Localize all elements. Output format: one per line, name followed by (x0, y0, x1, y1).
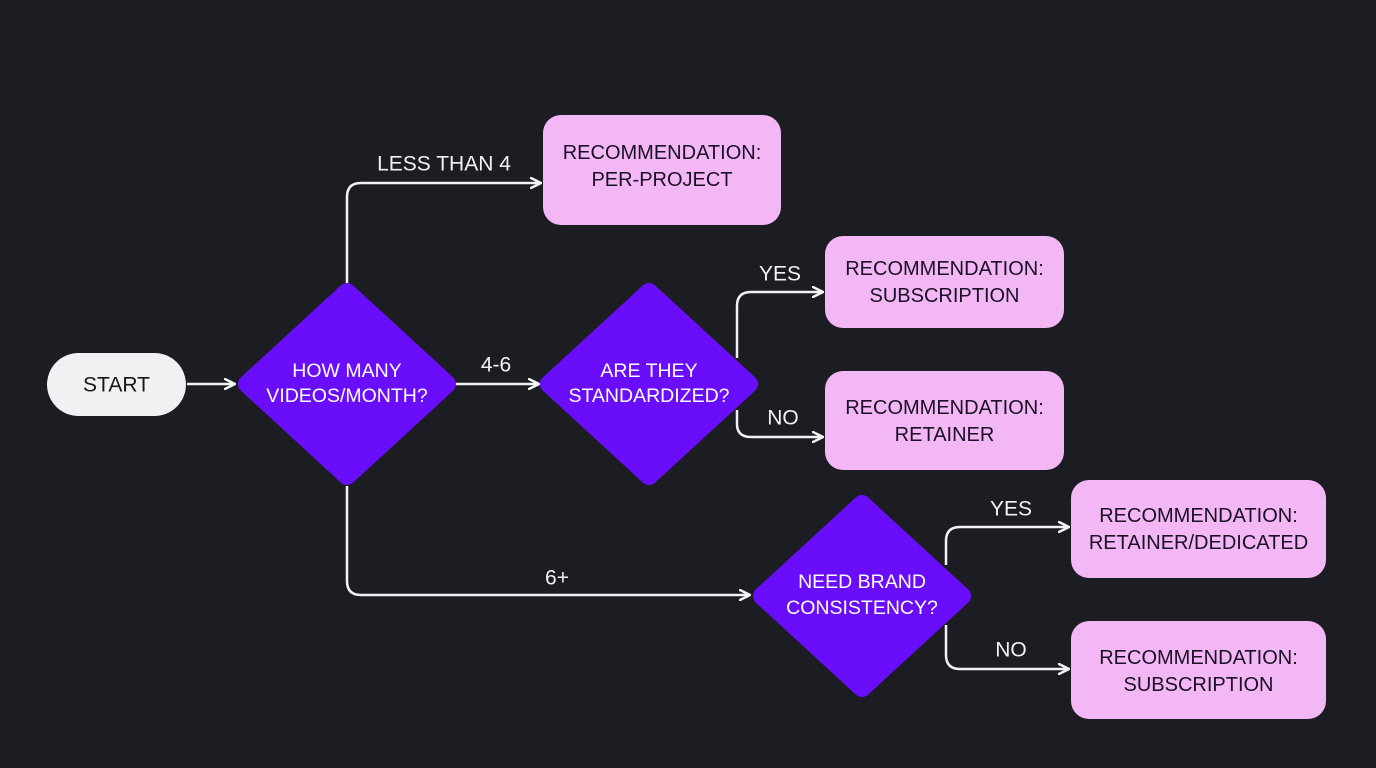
result-retainer-dedicated: RECOMMENDATION: RETAINER/DEDICATED (1071, 480, 1326, 578)
result-retainer-line1: RECOMMENDATION: (845, 397, 1044, 419)
result-retainer-dedicated-line1: RECOMMENDATION: (1099, 505, 1298, 527)
decision-videos-per-month: HOW MANY VIDEOS/MONTH? (238, 283, 456, 485)
edge-brand-yes (944, 527, 1068, 565)
decision-videos-per-month-line1: HOW MANY (292, 360, 401, 382)
edge-label-brand-yes: YES (990, 498, 1032, 521)
edge-label-brand-no: NO (995, 639, 1027, 662)
edge-standardized-no (735, 410, 822, 437)
edge-label-4-6: 4-6 (481, 354, 511, 377)
result-retainer: RECOMMENDATION: RETAINER (825, 371, 1064, 470)
result-subscription-brand-line1: RECOMMENDATION: (1099, 647, 1298, 669)
decision-standardized: ARE THEY STANDARDIZED? (540, 283, 758, 485)
result-subscription-standardized-line2: SUBSCRIPTION (869, 285, 1019, 307)
result-subscription-standardized-line1: RECOMMENDATION: (845, 258, 1044, 280)
start-label: START (83, 374, 150, 397)
decision-brand-consistency-line2: CONSISTENCY? (786, 597, 938, 619)
edge-standardized-yes (735, 292, 822, 358)
decision-brand-consistency-line1: NEED BRAND (798, 571, 926, 593)
edge-label-less-than-4: LESS THAN 4 (377, 153, 511, 176)
edge-6-plus (345, 486, 749, 595)
start-node: START (47, 353, 186, 416)
edge-label-6-plus: 6+ (545, 567, 569, 590)
result-retainer-dedicated-line2: RETAINER/DEDICATED (1089, 532, 1308, 554)
decision-standardized-line2: STANDARDIZED? (568, 385, 729, 407)
result-per-project: RECOMMENDATION: PER-PROJECT (543, 115, 781, 225)
decision-standardized-line1: ARE THEY (600, 360, 697, 382)
result-per-project-line1: RECOMMENDATION: (563, 142, 762, 164)
edge-label-standardized-yes: YES (759, 263, 801, 286)
edge-label-standardized-no: NO (767, 407, 799, 430)
result-subscription-brand: RECOMMENDATION: SUBSCRIPTION (1071, 621, 1326, 719)
result-retainer-line2: RETAINER (895, 424, 995, 446)
result-subscription-standardized: RECOMMENDATION: SUBSCRIPTION (825, 236, 1064, 328)
result-per-project-line2: PER-PROJECT (591, 169, 732, 191)
decision-brand-consistency: NEED BRAND CONSISTENCY? (753, 495, 971, 697)
decision-videos-per-month-line2: VIDEOS/MONTH? (266, 385, 428, 407)
result-subscription-brand-line2: SUBSCRIPTION (1123, 674, 1273, 696)
edge-less-than-4 (345, 183, 540, 283)
edge-brand-no (944, 625, 1068, 669)
